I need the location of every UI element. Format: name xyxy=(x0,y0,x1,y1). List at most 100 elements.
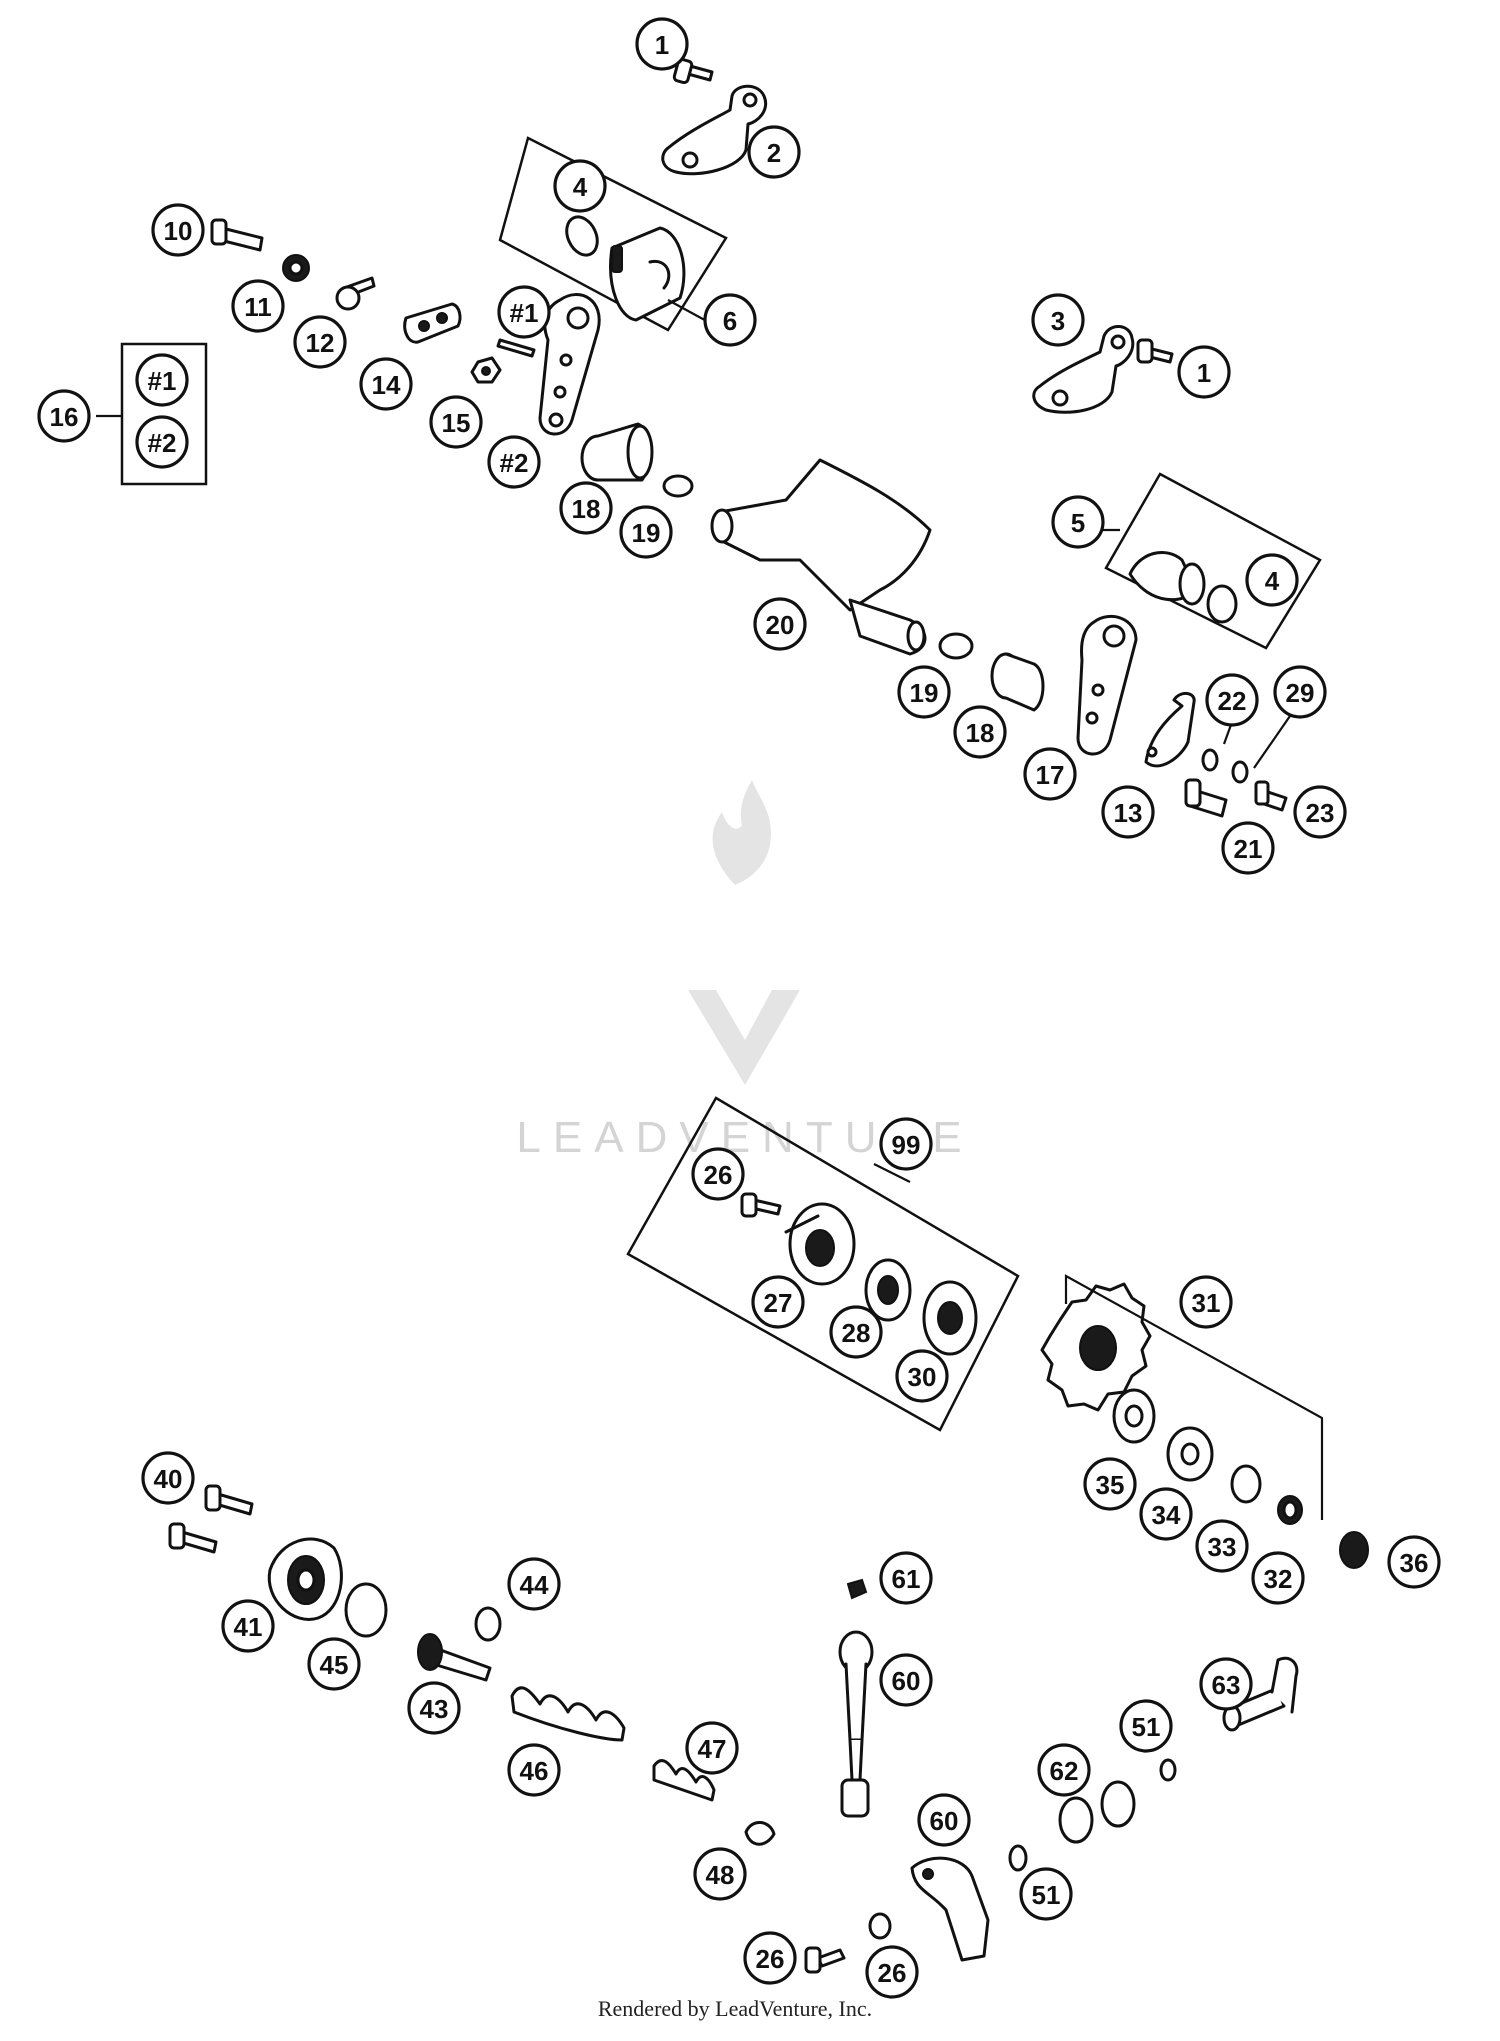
callout-15: 1 xyxy=(1177,345,1231,399)
callout-label: 33 xyxy=(1208,1532,1237,1562)
callout-label: 26 xyxy=(704,1160,733,1190)
callout-circle xyxy=(693,1847,747,1901)
callout-label: 5 xyxy=(1071,508,1085,538)
callout-label: 99 xyxy=(892,1130,921,1160)
callout-44: 43 xyxy=(407,1681,461,1735)
callout-18: 5 xyxy=(1051,495,1105,549)
callout-label: 27 xyxy=(764,1288,793,1318)
callout-circle xyxy=(953,705,1007,759)
callout-label: 13 xyxy=(1114,798,1143,828)
callout-label: 60 xyxy=(930,1806,959,1836)
callout-label: 4 xyxy=(1265,566,1280,596)
callout-9: 15 xyxy=(429,395,483,449)
callout-7: 14 xyxy=(359,357,413,411)
callout-circle xyxy=(1205,673,1259,727)
callout-label: 31 xyxy=(1192,1288,1221,1318)
callout-12: #2 xyxy=(135,415,189,469)
callout-label: #2 xyxy=(148,428,177,458)
callout-circle xyxy=(1031,293,1085,347)
callout-label: 62 xyxy=(1050,1756,1079,1786)
callout-50: 63 xyxy=(1199,1657,1253,1711)
callout-circle xyxy=(553,159,607,213)
callout-circle xyxy=(1177,345,1231,399)
callout-36: 34 xyxy=(1139,1487,1193,1541)
callout-53: 60 xyxy=(917,1793,971,1847)
callout-35: 35 xyxy=(1083,1457,1137,1511)
callout-circle xyxy=(293,315,347,369)
callout-circle xyxy=(879,1117,933,1171)
callout-label: 12 xyxy=(306,328,335,358)
callout-45: 46 xyxy=(507,1743,561,1797)
callout-circle xyxy=(747,125,801,179)
callout-label: 26 xyxy=(878,1958,907,1988)
callout-5: 11 xyxy=(231,279,285,333)
callout-46: 47 xyxy=(685,1721,739,1775)
middle-assembly xyxy=(626,1096,1369,1569)
callout-label: #2 xyxy=(500,448,529,478)
callout-label: 19 xyxy=(910,678,939,708)
callout-27: 23 xyxy=(1293,785,1347,839)
callout-label: #1 xyxy=(510,298,539,328)
callout-47: 48 xyxy=(693,1847,747,1901)
callout-label: 63 xyxy=(1212,1670,1241,1700)
callout-circle xyxy=(1245,553,1299,607)
callout-circle xyxy=(1199,1657,1253,1711)
callout-label: 4 xyxy=(573,172,588,202)
callout-label: 46 xyxy=(520,1756,549,1786)
callout-label: 32 xyxy=(1264,1564,1293,1594)
callout-52: 62 xyxy=(1037,1743,1091,1797)
callout-label: #1 xyxy=(148,366,177,396)
callout-24: 22 xyxy=(1205,673,1259,727)
callout-label: 18 xyxy=(572,494,601,524)
callout-circle xyxy=(703,293,757,347)
callout-37: 33 xyxy=(1195,1519,1249,1573)
callout-label: 14 xyxy=(372,370,401,400)
callout-43: 44 xyxy=(507,1557,561,1611)
callout-label: 16 xyxy=(50,402,79,432)
callout-circle xyxy=(37,389,91,443)
callout-circle xyxy=(1221,821,1275,875)
callout-30: 26 xyxy=(691,1147,745,1201)
callout-label: 21 xyxy=(1234,834,1263,864)
callout-label: 44 xyxy=(520,1570,549,1600)
callout-circle xyxy=(1195,1519,1249,1573)
callout-label: 23 xyxy=(1306,798,1335,828)
leader-29 xyxy=(1253,715,1291,769)
callout-circle xyxy=(1051,495,1105,549)
callout-42: 45 xyxy=(307,1637,361,1691)
callout-circle xyxy=(487,435,541,489)
callout-22: 18 xyxy=(953,705,1007,759)
callout-6: 12 xyxy=(293,315,347,369)
callout-23: 17 xyxy=(1023,747,1077,801)
callout-label: 6 xyxy=(723,306,737,336)
callout-circle xyxy=(507,1743,561,1797)
callout-circle xyxy=(753,597,807,651)
callout-label: 43 xyxy=(420,1694,449,1724)
callout-11: #1 xyxy=(135,353,189,407)
callout-31: 27 xyxy=(751,1275,805,1329)
callout-16: 18 xyxy=(559,481,613,535)
callout-28: 21 xyxy=(1221,821,1275,875)
callout-label: 1 xyxy=(1197,358,1211,388)
callout-circle xyxy=(135,353,189,407)
callout-29: 99 xyxy=(879,1117,933,1171)
callout-circle xyxy=(1119,1699,1173,1753)
callout-41: 41 xyxy=(221,1599,275,1653)
callout-circle xyxy=(1179,1275,1233,1329)
callout-25: 29 xyxy=(1273,665,1327,719)
callout-circle xyxy=(1251,1551,1305,1605)
callout-label: 34 xyxy=(1152,1500,1181,1530)
callout-circle xyxy=(743,1931,797,1985)
callout-circle xyxy=(1037,1743,1091,1797)
callout-label: 61 xyxy=(892,1564,921,1594)
callout-circle xyxy=(1387,1535,1441,1589)
callout-48: 61 xyxy=(879,1551,933,1605)
callout-label: 17 xyxy=(1036,760,1065,790)
callout-34: 31 xyxy=(1179,1275,1233,1329)
callout-32: 28 xyxy=(829,1305,883,1359)
callout-circle xyxy=(151,203,205,257)
callout-38: 32 xyxy=(1251,1551,1305,1605)
callout-label: 36 xyxy=(1400,1548,1429,1578)
